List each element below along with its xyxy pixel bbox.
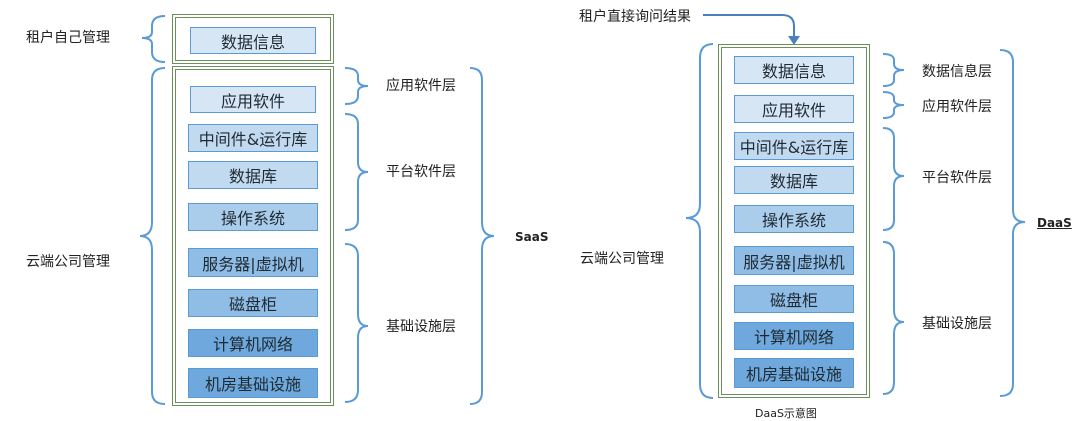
saas-label: SaaS <box>515 230 549 244</box>
left-group-infra: 基础设施层 <box>386 319 456 335</box>
right-layer-middleware: 中间件&运行库 <box>734 132 854 160</box>
right-layer-network: 计算机网络 <box>734 322 854 350</box>
left-cloud-frame: 应用软件 中间件&运行库 数据库 操作系统 服务器|虚拟机 磁盘柜 计算机网络 … <box>172 66 334 406</box>
daas-bracket <box>999 49 1026 397</box>
left-group-app: 应用软件层 <box>386 78 456 94</box>
left-layer-server: 服务器|虚拟机 <box>188 248 318 277</box>
right-layer-os: 操作系统 <box>734 205 854 233</box>
left-tenant-label: 租户自己管理 <box>26 30 110 46</box>
right-layer-database: 数据库 <box>734 166 854 194</box>
left-tenant-frame: 数据信息 <box>172 14 334 64</box>
right-cloud-bracket <box>685 43 714 399</box>
right-infra-bracket <box>882 241 905 395</box>
right-group-app: 应用软件层 <box>922 99 992 115</box>
left-layer-app: 应用软件 <box>190 86 316 113</box>
right-cloud-label: 云端公司管理 <box>580 251 664 267</box>
right-group-platform: 平台软件层 <box>922 170 992 186</box>
right-layer-app: 应用软件 <box>734 95 854 123</box>
left-layer-os: 操作系统 <box>188 203 318 231</box>
right-group-data: 数据信息层 <box>922 64 992 80</box>
right-data-bracket <box>882 53 905 87</box>
left-app-bracket <box>344 67 369 105</box>
right-caption: DaaS示意图 <box>755 407 817 420</box>
right-query-label: 租户直接询问结果 <box>579 9 691 25</box>
left-platform-bracket <box>344 113 369 231</box>
query-arrow <box>703 14 795 38</box>
tenant-bracket <box>141 15 166 63</box>
daas-label: DaaS <box>1037 216 1072 230</box>
left-group-platform: 平台软件层 <box>386 164 456 180</box>
left-layer-middleware: 中间件&运行库 <box>188 124 318 152</box>
right-layer-server: 服务器|虚拟机 <box>734 246 854 275</box>
left-cloud-label: 云端公司管理 <box>26 254 110 270</box>
left-layer-database: 数据库 <box>188 161 318 189</box>
right-layer-data-info: 数据信息 <box>734 56 854 84</box>
right-group-infra: 基础设施层 <box>922 316 992 332</box>
right-app-bracket <box>882 91 905 119</box>
left-infra-bracket <box>344 243 369 403</box>
right-platform-bracket <box>882 127 905 231</box>
left-layer-network: 计算机网络 <box>188 329 318 357</box>
right-cloud-frame: 数据信息 应用软件 中间件&运行库 数据库 操作系统 服务器|虚拟机 磁盘柜 计… <box>718 44 870 398</box>
query-arrowhead <box>788 36 800 45</box>
left-layer-disk: 磁盘柜 <box>188 289 318 317</box>
left-layer-facility: 机房基础设施 <box>188 368 318 398</box>
left-layer-data-info: 数据信息 <box>190 27 316 54</box>
right-layer-disk: 磁盘柜 <box>734 285 854 313</box>
saas-bracket <box>469 67 495 405</box>
right-layer-facility: 机房基础设施 <box>734 358 854 388</box>
cloud-bracket <box>139 67 166 405</box>
